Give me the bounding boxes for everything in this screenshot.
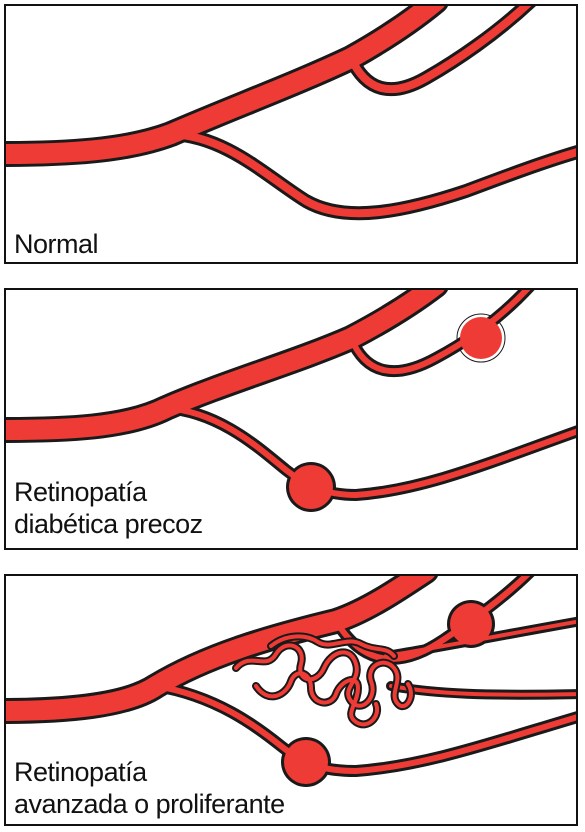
panel-advanced-retinopathy: Retinopatía avanzada o proliferante <box>4 574 578 826</box>
microaneurysm-upper-fill <box>450 603 492 645</box>
microaneurysm-upper <box>456 313 506 363</box>
caption-line: Retinopatía <box>14 477 147 507</box>
blood-vessels <box>6 290 576 512</box>
caption-line: diabética precoz <box>14 509 203 539</box>
caption-normal: Normal <box>14 228 99 260</box>
vessel-diagram-early <box>6 290 576 512</box>
caption-early-retinopathy: Retinopatía diabética precoz <box>14 476 203 540</box>
caption-line: Retinopatía <box>14 757 147 787</box>
panel-normal: Normal <box>4 4 578 264</box>
neovascularization-tangle <box>232 632 415 729</box>
microaneurysm-lower-fill <box>284 740 328 784</box>
caption-advanced-retinopathy: Retinopatía avanzada o proliferante <box>14 756 285 820</box>
blood-vessels <box>6 6 576 221</box>
microaneurysm-lower-fill <box>289 465 333 509</box>
caption-line: Normal <box>14 229 99 259</box>
caption-line: avanzada o proliferante <box>14 789 285 819</box>
vessel-diagram-normal <box>6 6 576 221</box>
blood-vessels <box>6 576 576 787</box>
microaneurysm-upper-fill <box>460 317 502 359</box>
panel-early-retinopathy: Retinopatía diabética precoz <box>4 288 578 550</box>
vessel-diagram-advanced <box>6 576 576 787</box>
